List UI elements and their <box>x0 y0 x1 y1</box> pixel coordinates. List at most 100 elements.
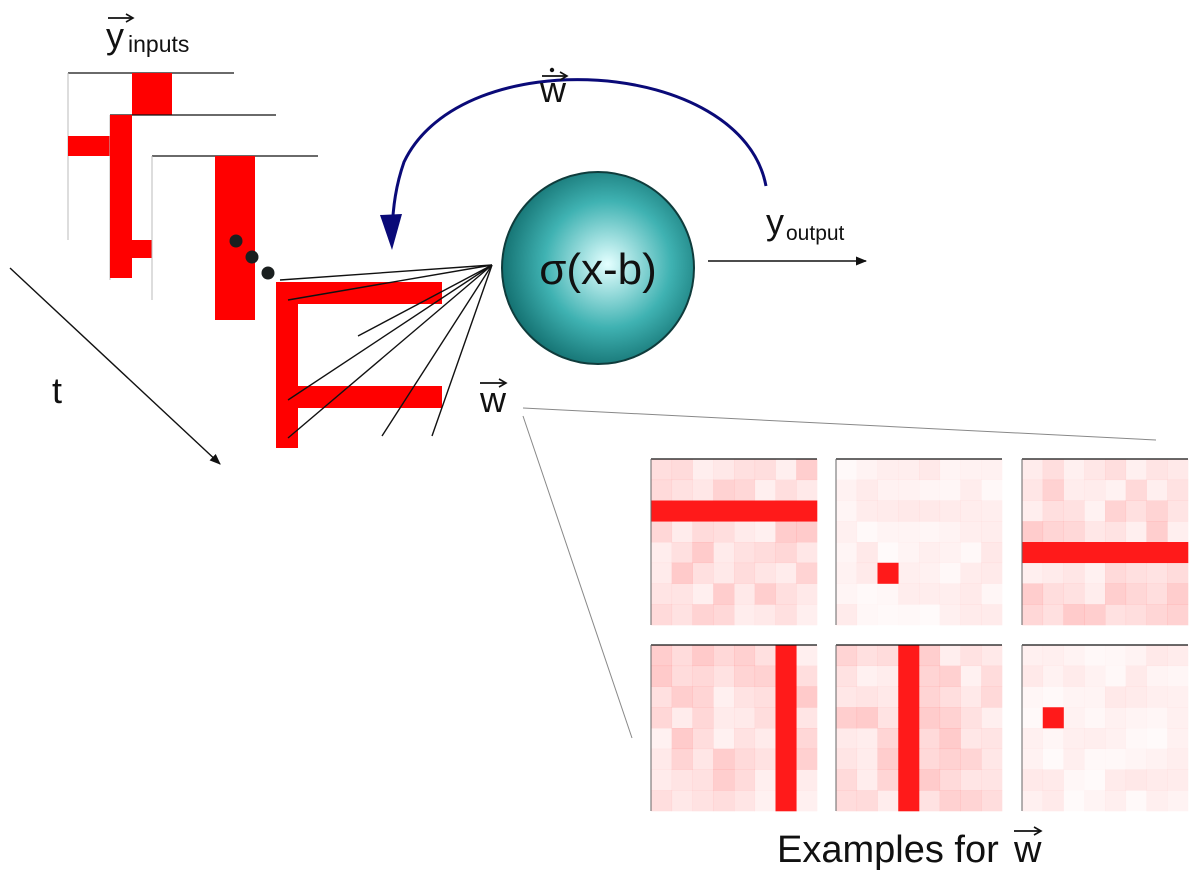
weight-cell <box>981 542 1003 564</box>
weight-cell <box>1167 686 1189 708</box>
weight-cell <box>939 583 961 605</box>
weight-cell <box>939 459 961 481</box>
weight-cell <box>939 728 961 750</box>
weight-cell <box>734 479 756 501</box>
weight-cell-strong <box>1125 542 1147 564</box>
weight-cell <box>713 645 735 667</box>
weight-cell <box>692 790 714 812</box>
weight-cell-strong <box>651 500 673 522</box>
weight-cell-strong <box>775 728 797 750</box>
weight-cell <box>919 707 941 729</box>
weight-cell <box>898 521 920 543</box>
weight-cell <box>919 542 941 564</box>
weight-cell <box>856 500 878 522</box>
input-frames <box>67 72 442 448</box>
weight-cell <box>692 562 714 584</box>
neuron: σ(x-b) <box>501 171 695 365</box>
weight-cell <box>1063 479 1085 501</box>
weight-cell <box>1125 521 1147 543</box>
weight-cell <box>1125 769 1147 791</box>
weight-cell-strong <box>1042 707 1064 729</box>
weight-cell <box>939 604 961 626</box>
weight-cell <box>856 665 878 687</box>
weight-cell <box>981 686 1003 708</box>
weight-cell <box>1105 500 1127 522</box>
weight-cell <box>692 583 714 605</box>
weight-cell-strong <box>898 769 920 791</box>
weight-cell <box>651 604 673 626</box>
weight-cell <box>1105 459 1127 481</box>
weight-cell <box>1084 479 1106 501</box>
weight-cell <box>877 645 899 667</box>
weight-cell-strong <box>713 500 735 522</box>
weight-cell <box>939 645 961 667</box>
weight-cell-strong <box>796 500 818 522</box>
weight-cell <box>856 562 878 584</box>
weight-cell <box>898 542 920 564</box>
weight-cell <box>960 521 982 543</box>
output-symbol: y <box>766 201 784 242</box>
weight-cell <box>713 583 735 605</box>
vector-arrow-icon <box>108 13 135 23</box>
weight-cell <box>671 686 693 708</box>
weight-cell <box>1146 500 1168 522</box>
input-frame-1-horizontal-bar <box>68 136 111 156</box>
weight-cell <box>775 479 797 501</box>
weight-cell <box>1167 562 1189 584</box>
weight-cell-strong <box>898 790 920 812</box>
weight-cell <box>754 583 776 605</box>
weight-cell-strong <box>775 707 797 729</box>
weight-cell <box>671 748 693 770</box>
weight-cell <box>796 665 818 687</box>
weight-cell <box>939 790 961 812</box>
weight-cell <box>651 707 673 729</box>
weight-cell <box>692 645 714 667</box>
weight-cell <box>651 686 673 708</box>
weight-cell <box>981 790 1003 812</box>
weight-cell <box>796 748 818 770</box>
weight-cell <box>856 790 878 812</box>
weight-cell <box>1084 521 1106 543</box>
weight-cell-strong <box>1042 542 1064 564</box>
weight-cell <box>754 562 776 584</box>
weight-cell <box>919 748 941 770</box>
weight-cell-strong <box>898 707 920 729</box>
weight-cell-strong <box>898 748 920 770</box>
zoom-lines <box>522 407 1157 739</box>
weight-cell <box>1063 686 1085 708</box>
weight-cell <box>1167 748 1189 770</box>
weight-cell <box>713 665 735 687</box>
weight-cell <box>1125 459 1147 481</box>
weight-cell-strong <box>898 728 920 750</box>
weight-cell-strong <box>775 500 797 522</box>
weight-cell <box>796 728 818 750</box>
weight-cell <box>692 521 714 543</box>
weight-cell <box>1167 459 1189 481</box>
weight-cell <box>981 562 1003 584</box>
weight-grid <box>835 644 1003 812</box>
weight-cell <box>1167 707 1189 729</box>
weight-cell <box>1084 583 1106 605</box>
weight-cell <box>1063 604 1085 626</box>
weight-cell <box>1084 500 1106 522</box>
weight-cell <box>796 790 818 812</box>
weight-cell <box>692 707 714 729</box>
weight-cell <box>1022 790 1044 812</box>
weight-cell <box>1022 748 1044 770</box>
weight-cell <box>1126 790 1147 811</box>
weight-cell <box>836 521 858 543</box>
weight-cell <box>981 707 1003 729</box>
weight-cell <box>651 748 673 770</box>
weight-cell <box>1146 665 1168 687</box>
weight-cell <box>981 665 1003 687</box>
weight-cell <box>1146 459 1168 481</box>
weight-example-grids <box>650 458 1189 812</box>
weight-cell <box>796 562 818 584</box>
weight-cell-strong <box>898 665 920 687</box>
weight-cell <box>981 748 1003 770</box>
neuron-body <box>501 171 695 365</box>
weight-cell <box>1105 645 1126 666</box>
weight-cell <box>919 604 940 625</box>
weight-cell <box>1105 604 1127 626</box>
weight-cell <box>1022 769 1044 791</box>
